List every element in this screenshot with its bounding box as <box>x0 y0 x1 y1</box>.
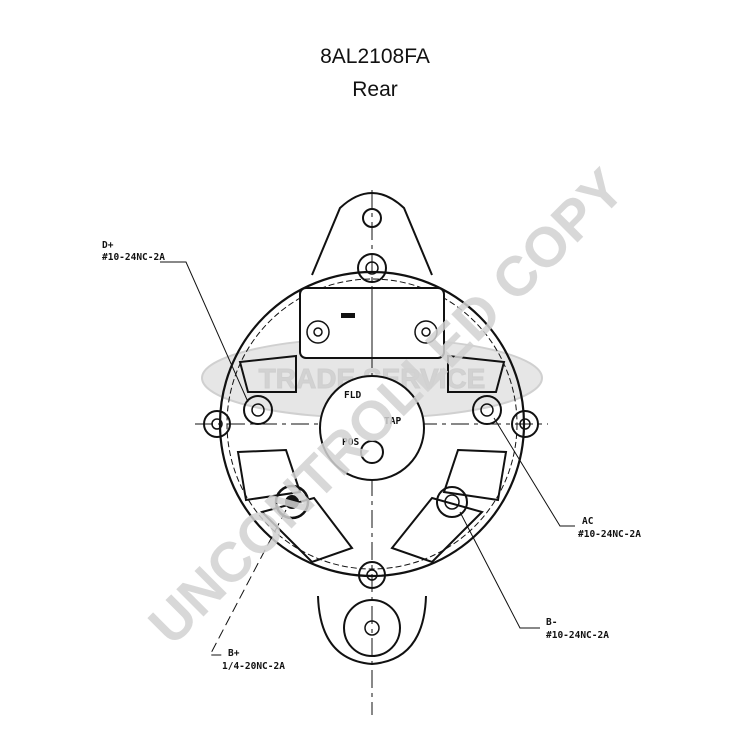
b-plus-terminal <box>274 484 310 520</box>
tap-mark: TAP <box>384 416 401 427</box>
b-plus-spec: 1/4-20NC-2A <box>222 661 285 672</box>
leader-lines <box>160 261 575 656</box>
top-stud <box>357 253 387 283</box>
callout-d-plus: D+ #10-24NC-2A <box>102 240 165 263</box>
part-number-title: 8AL2108FA <box>320 45 430 68</box>
callout-b-minus: B- #10-24NC-2A <box>546 617 609 641</box>
b-minus-terminal <box>436 486 468 518</box>
ac-terminal <box>472 395 502 425</box>
callout-ac: AC #10-24NC-2A <box>578 516 641 540</box>
view-subtitle: Rear <box>352 78 398 101</box>
fld-mark: FLD <box>344 390 361 401</box>
housing <box>218 270 526 578</box>
bottom-mounting-boss <box>317 595 427 666</box>
top-mounting-lug <box>311 192 433 276</box>
voltage-regulator <box>299 287 445 359</box>
d-plus-name: D+ <box>102 240 114 251</box>
b-minus-name: B- <box>546 617 557 628</box>
terminal-block: FLD TAP POS <box>319 375 425 481</box>
b-plus-name: B+ <box>228 648 240 659</box>
d-plus-terminal <box>243 395 273 425</box>
left-mount-ear <box>203 410 231 438</box>
pos-mark: POS <box>342 437 359 448</box>
d-plus-spec: #10-24NC-2A <box>102 252 165 263</box>
right-mount-ear <box>511 410 539 438</box>
ac-spec: #10-24NC-2A <box>578 529 641 540</box>
callout-b-plus: B+ 1/4-20NC-2A <box>222 648 285 672</box>
ac-name: AC <box>582 516 594 527</box>
uncontrolled-copy-watermark: UNCONTROLLED COPY <box>136 156 636 656</box>
bottom-stud <box>358 561 386 589</box>
b-minus-spec: #10-24NC-2A <box>546 630 609 641</box>
